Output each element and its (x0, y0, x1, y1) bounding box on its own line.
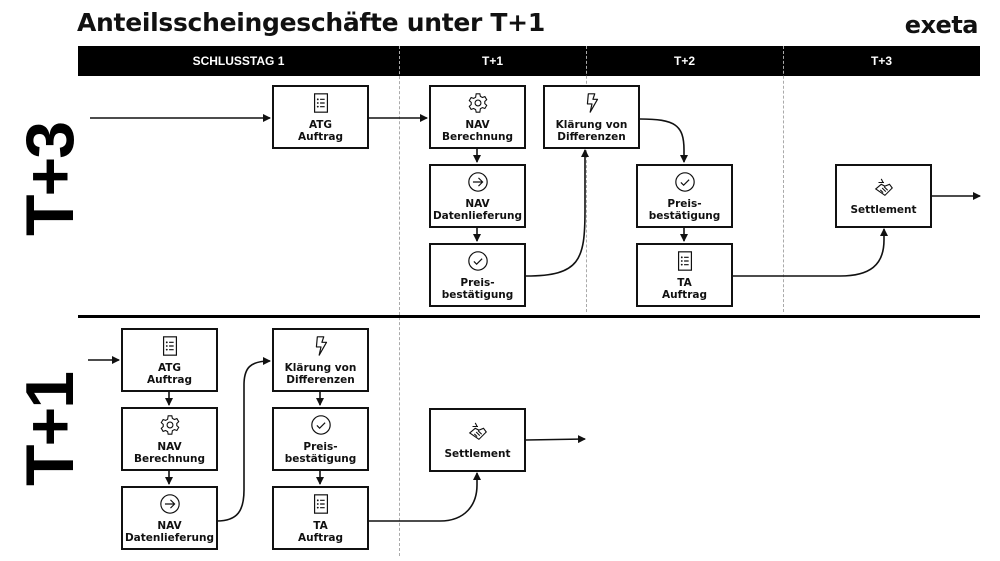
step-ta-auftrag: TA Auftrag (636, 243, 733, 307)
connector-arrow (733, 228, 888, 277)
step-nav-berechnung: NAV Berechnung (121, 407, 218, 471)
check-circle-icon (310, 414, 331, 435)
arrow-circle-icon (159, 493, 180, 514)
step-label: NAV Datenlieferung (124, 519, 215, 544)
column-header-t3: T+3 (870, 54, 892, 68)
column-divider (783, 46, 784, 312)
step-label: Klärung von Differenzen (284, 361, 357, 386)
step-label: Klärung von Differenzen (555, 118, 628, 143)
connector-arrow (216, 357, 271, 522)
step-label: Preis- bestätigung (441, 276, 514, 301)
step-ta-auftrag: TA Auftrag (272, 486, 369, 550)
gear-icon (468, 92, 487, 113)
step-nav-datenlieferung: NAV Datenlieferung (429, 164, 526, 228)
step-atg-auftrag: ATG Auftrag (121, 328, 218, 392)
step-label: Preis- bestätigung (648, 197, 721, 222)
step-label: TA Auftrag (298, 519, 343, 544)
connector-arrow (639, 118, 688, 163)
step-label: Settlement (444, 447, 511, 460)
step-label: Preis- bestätigung (284, 440, 357, 465)
list-icon (313, 92, 328, 113)
row-divider (78, 315, 980, 318)
step-label: NAV Berechnung (133, 440, 206, 465)
step-preisbestaetigung: Preis- bestätigung (429, 243, 526, 307)
step-label: NAV Berechnung (441, 118, 514, 143)
arrow-circle-icon (467, 171, 488, 192)
column-divider (586, 46, 587, 312)
step-nav-berechnung: NAV Berechnung (429, 85, 526, 149)
step-klaerung-differenzen: Klärung von Differenzen (272, 328, 369, 392)
gear-icon (160, 414, 179, 435)
step-label: ATG Auftrag (298, 118, 343, 143)
list-icon (677, 250, 692, 271)
list-icon (313, 493, 328, 514)
handshake-icon (874, 178, 893, 196)
step-preisbestaetigung: Preis- bestätigung (636, 164, 733, 228)
step-settlement: Settlement (429, 408, 526, 472)
connector-arrow (525, 149, 589, 277)
column-divider (399, 46, 400, 556)
exeta-logo: exeta (904, 11, 979, 39)
column-header-t1: T+1 (481, 54, 503, 68)
check-circle-icon (467, 250, 488, 271)
step-preisbestaetigung: Preis- bestätigung (272, 407, 369, 471)
lightning-icon (315, 335, 327, 356)
connector-arrow (368, 472, 481, 522)
step-klaerung-differenzen: Klärung von Differenzen (543, 85, 640, 149)
step-nav-datenlieferung: NAV Datenlieferung (121, 486, 218, 550)
lightning-icon (586, 92, 598, 113)
step-settlement: Settlement (835, 164, 932, 228)
column-header-t2: T+2 (673, 54, 695, 68)
check-circle-icon (674, 171, 695, 192)
list-icon (162, 335, 177, 356)
step-atg-auftrag: ATG Auftrag (272, 85, 369, 149)
step-label: Settlement (850, 203, 917, 216)
step-label: ATG Auftrag (147, 361, 192, 386)
column-header-schlusstag: SCHLUSSTAG 1 (192, 54, 285, 68)
timeline-header (78, 46, 980, 76)
step-label: TA Auftrag (662, 276, 707, 301)
step-label: NAV Datenlieferung (432, 197, 523, 222)
page-title: Anteilsscheingeschäfte unter T+1 (77, 8, 545, 37)
connector-arrow (525, 435, 586, 444)
handshake-icon (468, 422, 487, 440)
